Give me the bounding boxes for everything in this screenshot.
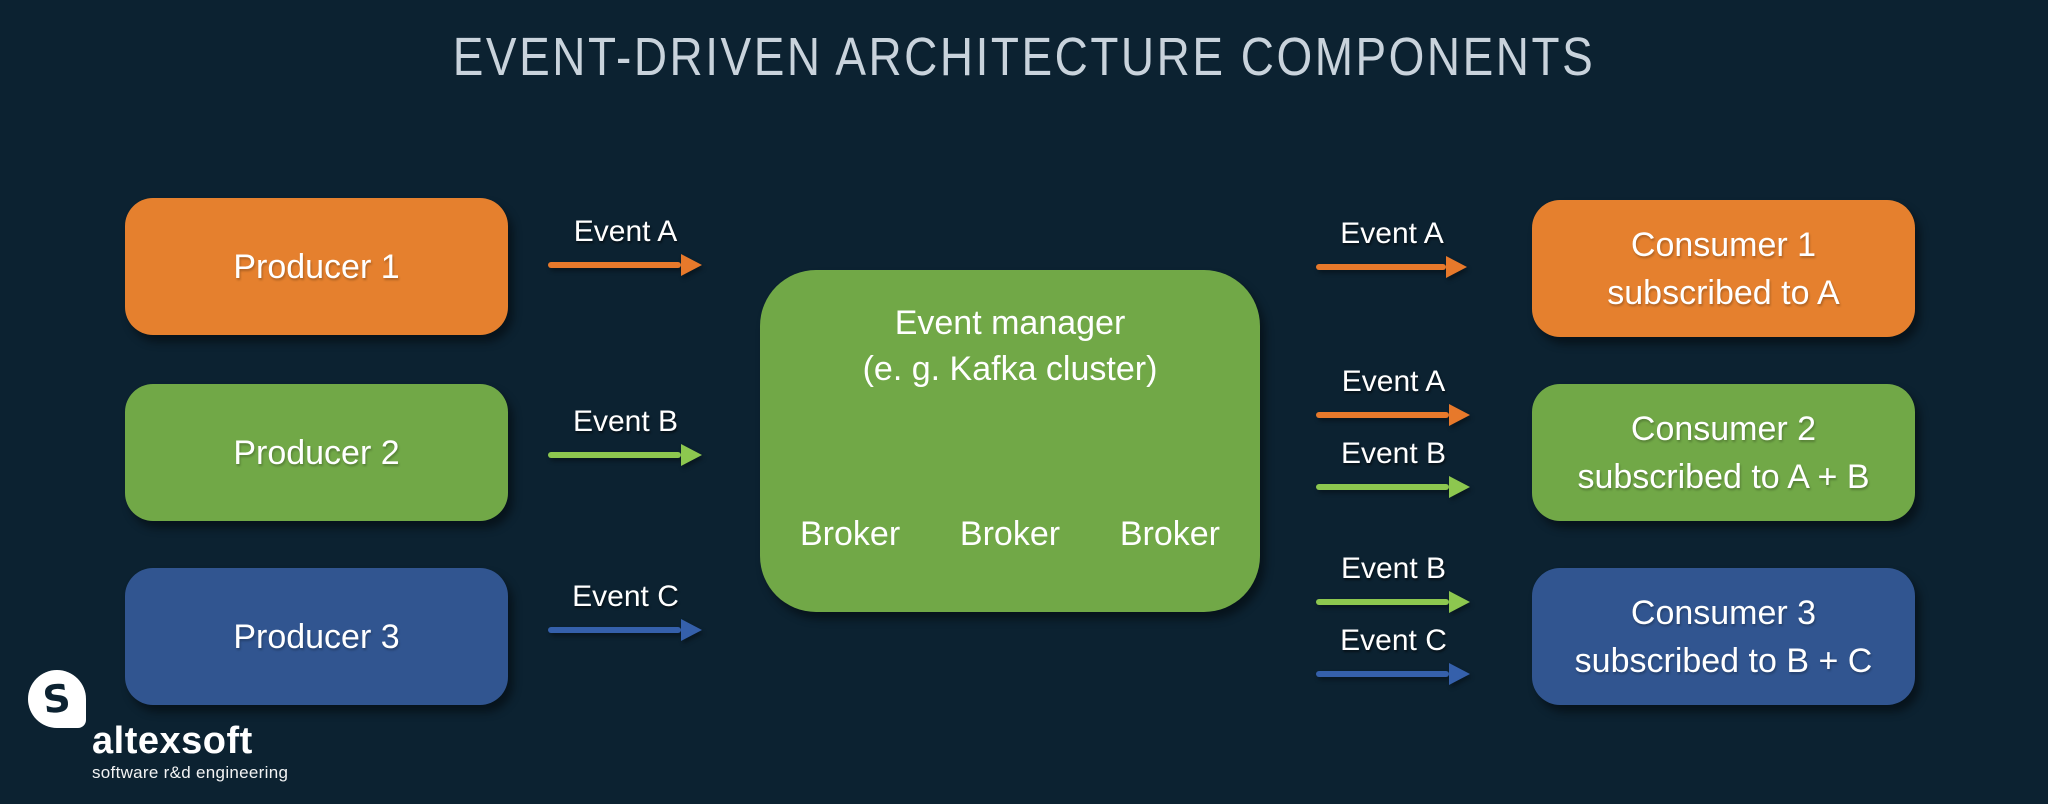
event-a-arrow-icon [1316, 412, 1449, 418]
flow-consumer3-events: Event B Event C [1316, 551, 1471, 677]
flow-consumer1-events: Event A [1316, 216, 1468, 270]
consumer-3-subscription: subscribed to B + C [1574, 641, 1873, 680]
producer-3-box: Producer 3 [125, 568, 508, 705]
event-manager-name: Event manager [894, 304, 1126, 342]
event-c-arrow-icon [1316, 671, 1449, 677]
event-item: Event C [1316, 623, 1471, 677]
producer-2-label: Producer 2 [233, 433, 400, 472]
producer-2-box: Producer 2 [125, 384, 508, 521]
event-item: Event A [548, 214, 703, 268]
event-b-arrow-icon [548, 452, 681, 458]
event-item: Event C [548, 579, 703, 633]
event-c-label: Event C [1340, 624, 1447, 657]
broker-row: Broker Broker Broker [760, 514, 1260, 554]
flow-consumer2-events: Event A Event B [1316, 364, 1471, 490]
flow-producer1-event-a: Event A [548, 214, 703, 268]
page-title: EVENT-DRIVEN ARCHITECTURE COMPONENTS [452, 27, 1596, 87]
consumer-1-subscription: subscribed to A [1607, 273, 1840, 312]
broker-2-label: Broker [959, 515, 1061, 553]
event-a-label: Event A [1340, 217, 1444, 250]
consumer-2-subscription: subscribed to A + B [1577, 457, 1870, 496]
event-c-label: Event C [572, 580, 679, 613]
event-a-label: Event A [573, 215, 678, 248]
consumer-3-name: Consumer 3 [1630, 593, 1817, 632]
producer-3-label: Producer 3 [233, 617, 400, 656]
event-b-label: Event B [1340, 437, 1447, 470]
consumer-2-box: Consumer 2 subscribed to A + B [1532, 384, 1915, 521]
event-item: Event B [548, 404, 703, 458]
consumer-2-name: Consumer 2 [1630, 409, 1817, 448]
event-a-arrow-icon [1316, 264, 1446, 270]
event-a-label: Event A [1341, 365, 1446, 398]
logo-tagline: software r&d engineering [92, 763, 289, 782]
event-item: Event B [1316, 551, 1471, 605]
event-b-label: Event B [1340, 552, 1447, 585]
altexsoft-logo-icon: S [28, 670, 86, 728]
producer-1-box: Producer 1 [125, 198, 508, 335]
broker-3-label: Broker [1119, 515, 1220, 553]
logo-s-glyph: S [41, 675, 73, 723]
event-b-label: Event B [572, 405, 679, 438]
event-manager-box: Event manager (e. g. Kafka cluster) Brok… [760, 270, 1260, 612]
event-c-arrow-icon [548, 627, 681, 633]
event-manager-subtitle: (e. g. Kafka cluster) [862, 350, 1158, 388]
consumer-1-box: Consumer 1 subscribed to A [1532, 200, 1915, 337]
logo-text: altexsoft software r&d engineering [92, 722, 288, 783]
flow-producer3-event-c: Event C [548, 579, 703, 633]
event-item: Event B [1316, 436, 1471, 490]
event-item: Event A [1316, 216, 1468, 270]
event-a-arrow-icon [548, 262, 681, 268]
flow-producer2-event-b: Event B [548, 404, 703, 458]
consumer-1-name: Consumer 1 [1630, 225, 1817, 264]
event-b-arrow-icon [1316, 484, 1449, 490]
event-b-arrow-icon [1316, 599, 1449, 605]
event-item: Event A [1316, 364, 1471, 418]
consumer-3-box: Consumer 3 subscribed to B + C [1532, 568, 1915, 705]
producer-1-label: Producer 1 [233, 247, 400, 286]
broker-1-label: Broker [800, 515, 901, 553]
logo-brand: altexsoft [92, 720, 253, 762]
event-manager-title: Event manager (e. g. Kafka cluster) [760, 300, 1260, 392]
